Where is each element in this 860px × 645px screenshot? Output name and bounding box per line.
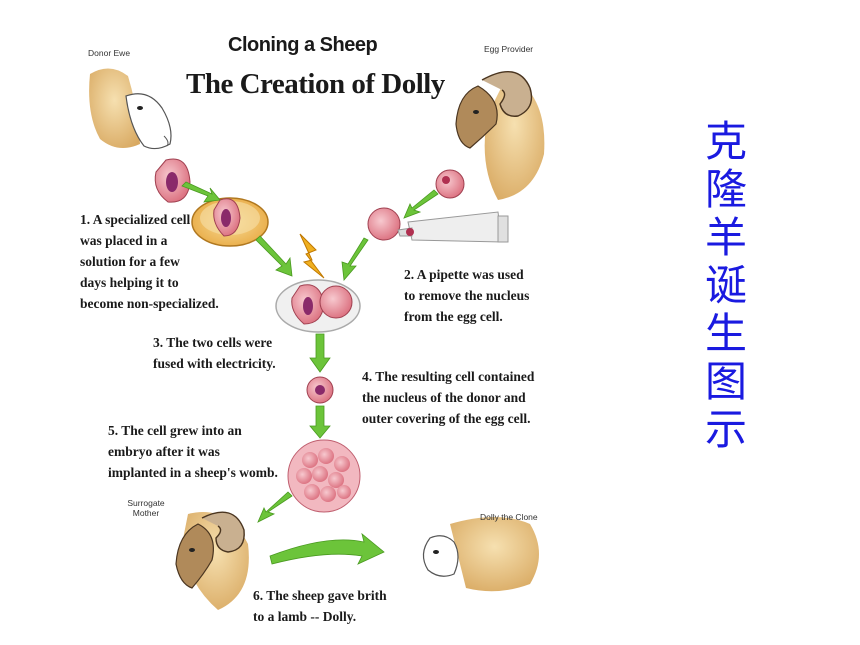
arrow-dish-to-fusion	[255, 235, 293, 277]
step-1-line: days helping it to	[80, 275, 179, 290]
step-1-line: was placed in a	[80, 233, 168, 248]
step-6-text: 6. The sheep gave brith to a lamb -- Dol…	[253, 585, 387, 627]
diagram-artwork	[89, 68, 545, 610]
side-caption: 克隆羊诞生图示	[704, 117, 747, 454]
label-donor-ewe: Donor Ewe	[88, 48, 131, 58]
arrow-surrogate-to-dolly	[269, 532, 385, 565]
step-5-line: embryo after it was	[108, 444, 220, 459]
egg-cell-icon	[435, 169, 465, 199]
step-2-line: to remove the nucleus	[404, 288, 530, 303]
cloning-diagram: Cloning a Sheep The Creation of Dolly Do…	[78, 4, 550, 640]
step-3-text: 3. The two cells were fused with electri…	[153, 332, 276, 374]
diagram-title: Cloning a Sheep	[228, 34, 378, 56]
step-4-line: 4. The resulting cell contained	[362, 369, 535, 384]
step-5-text: 5. The cell grew into an embryo after it…	[108, 420, 278, 483]
step-3-line: fused with electricity.	[153, 356, 276, 371]
arrow-egg-to-pipette	[403, 189, 439, 219]
arrow-cell-to-embryo	[309, 405, 331, 439]
step-3-line: 3. The two cells were	[153, 335, 273, 350]
arrow-pipette-to-fusion	[341, 237, 369, 281]
diagram-subtitle: The Creation of Dolly	[186, 68, 445, 100]
step-2-line: from the egg cell.	[404, 309, 503, 324]
step-1-text: 1. A specialized cell was placed in a so…	[80, 209, 219, 314]
step-5-line: implanted in a sheep's womb.	[108, 465, 278, 480]
petri-dish-1-icon	[191, 197, 269, 247]
step-4-line: outer covering of the egg cell.	[362, 411, 531, 426]
process-arrows	[181, 181, 439, 565]
step-2-line: 2. A pipette was used	[404, 267, 524, 282]
label-surrogate-mother: Surrogate Mother	[127, 498, 165, 518]
step-1-line: solution for a few	[80, 254, 180, 269]
surrogate-mother-icon	[175, 511, 249, 610]
arrow-embryo-to-surrogate	[257, 491, 293, 523]
electric-spark-icon	[299, 233, 325, 279]
step-1-line: become non-specialized.	[80, 296, 219, 311]
label-egg-provider: Egg Provider	[484, 44, 534, 54]
fusion-dish-icon	[275, 279, 361, 333]
pipette-icon	[367, 207, 509, 243]
resulting-cell-icon	[306, 376, 334, 404]
step-4-text: 4. The resulting cell contained the nucl…	[362, 366, 534, 429]
step-5-line: 5. The cell grew into an	[108, 423, 242, 438]
donor-ewe-icon	[89, 68, 172, 150]
step-2-text: 2. A pipette was used to remove the nucl…	[404, 264, 529, 327]
arrow-donor-to-dish	[181, 181, 221, 203]
step-6-line: 6. The sheep gave brith	[253, 588, 387, 603]
egg-provider-ram-icon	[455, 71, 545, 200]
step-6-line: to a lamb -- Dolly.	[253, 609, 357, 624]
arrow-fusion-to-cell	[309, 333, 331, 373]
dolly-lamb-icon	[422, 517, 539, 592]
step-4-line: the nucleus of the donor and	[362, 390, 526, 405]
step-1-line: 1. A specialized cell	[80, 212, 191, 227]
embryo-icon	[287, 439, 361, 513]
donor-cell-icon	[154, 158, 191, 203]
label-dolly-clone: Dolly the Clone	[480, 512, 538, 522]
